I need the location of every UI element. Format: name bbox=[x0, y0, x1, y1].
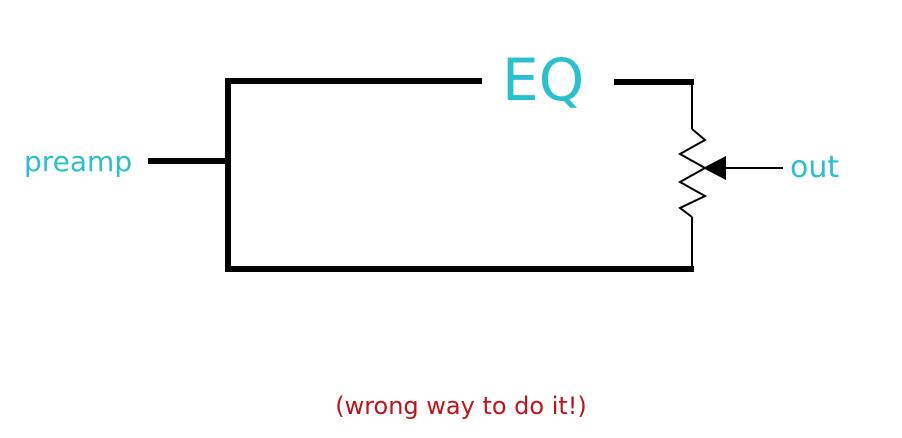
eq-label: EQ bbox=[502, 46, 584, 114]
wiper-arrow-icon bbox=[703, 156, 726, 180]
potentiometer-icon bbox=[677, 128, 708, 218]
out-label: out bbox=[790, 150, 839, 185]
preamp-label: preamp bbox=[24, 145, 132, 178]
caption-text: (wrong way to do it!) bbox=[335, 392, 587, 420]
